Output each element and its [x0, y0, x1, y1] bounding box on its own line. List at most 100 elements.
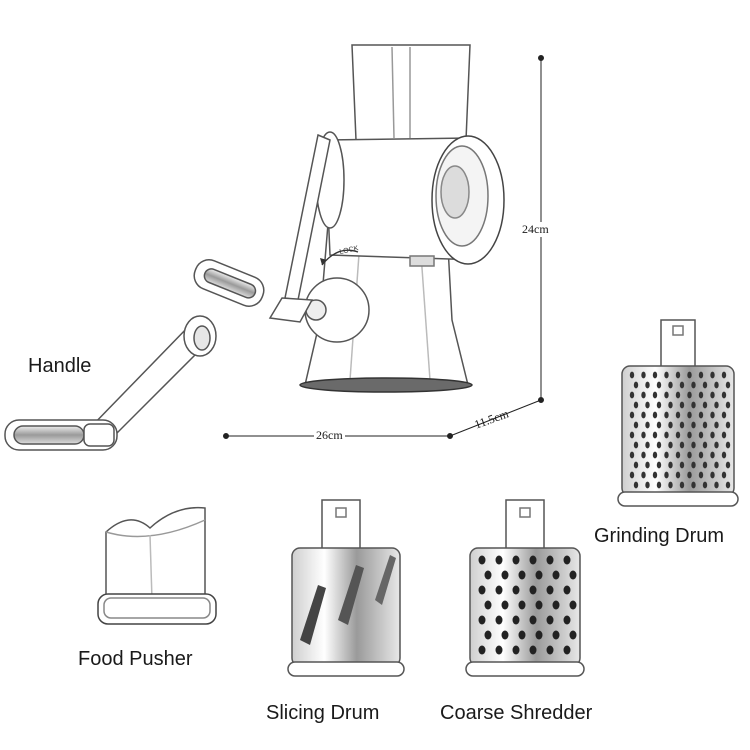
grater-hole — [675, 411, 681, 419]
grater-hole — [656, 401, 662, 409]
grater-hole — [698, 431, 704, 439]
grater-hole — [698, 471, 704, 479]
coarse-shredder — [465, 499, 585, 677]
shredder-hole — [546, 555, 554, 565]
shredder-hole — [563, 555, 571, 565]
grater-hole — [656, 461, 662, 469]
grater-hole — [725, 381, 731, 389]
grater-hole — [645, 481, 650, 489]
shredder-hole — [495, 585, 503, 595]
grater-hole — [668, 421, 673, 429]
grater-hole — [691, 381, 696, 389]
shredder-hole — [535, 570, 543, 580]
grater-hole — [668, 381, 673, 389]
shredder-hole — [569, 630, 577, 640]
grater-hole — [633, 381, 639, 389]
grater-hole — [691, 461, 696, 469]
grinding-drum — [617, 319, 739, 507]
grater-hole — [645, 401, 650, 409]
grater-hole — [629, 471, 635, 479]
grater-hole — [675, 431, 681, 439]
shredder-hole — [529, 645, 537, 655]
grater-hole — [687, 471, 692, 479]
grater-hole — [656, 381, 662, 389]
shredder-hole — [484, 570, 492, 580]
handle-part — [4, 315, 217, 451]
shredder-hole — [552, 630, 560, 640]
grinding-drum-label: Grinding Drum — [594, 525, 725, 547]
grater-hole — [725, 441, 731, 449]
grater-hole — [725, 461, 731, 469]
grater-hole — [721, 471, 727, 479]
grater-hole — [714, 481, 719, 489]
grater-hole — [664, 391, 669, 399]
shredder-hole — [569, 570, 577, 580]
shredder-hole — [501, 630, 509, 640]
grater-hole — [656, 481, 662, 489]
shredder-hole — [535, 600, 543, 610]
grater-hole — [652, 371, 658, 379]
grater-hole — [675, 451, 681, 459]
grater-hole — [721, 431, 727, 439]
shredder-hole — [529, 585, 537, 595]
width-dimension: 26cm — [314, 428, 345, 443]
grater-hole — [641, 431, 646, 439]
grater-hole — [687, 431, 692, 439]
shredder-hole — [478, 555, 486, 565]
shredder-hole — [518, 600, 526, 610]
grater-hole — [656, 441, 662, 449]
grater-hole — [714, 401, 719, 409]
grater-hole — [675, 391, 681, 399]
grater-hole — [629, 411, 635, 419]
grater-hole — [714, 381, 719, 389]
grater-hole — [710, 431, 715, 439]
grater-hole — [664, 411, 669, 419]
shredder-hole — [563, 585, 571, 595]
grater-hole — [652, 451, 658, 459]
grater-hole — [702, 381, 708, 389]
shredder-hole — [478, 615, 486, 625]
grater-hole — [633, 401, 639, 409]
shredder-hole — [546, 615, 554, 625]
shredder-hole — [552, 570, 560, 580]
grater-hole — [641, 471, 646, 479]
shredder-hole — [569, 600, 577, 610]
grater-hole — [641, 391, 646, 399]
grater-hole — [725, 421, 731, 429]
grater-hole — [668, 481, 673, 489]
shredder-hole — [495, 645, 503, 655]
grater-hole — [645, 461, 650, 469]
shredder-hole — [484, 630, 492, 640]
food-pusher-label: Food Pusher — [78, 648, 193, 670]
grater-hole — [652, 431, 658, 439]
shredder-hole — [484, 600, 492, 610]
grater-hole — [675, 371, 681, 379]
grater-hole — [629, 371, 635, 379]
grater-hole — [721, 371, 727, 379]
shredder-hole — [518, 570, 526, 580]
shredder-hole — [546, 645, 554, 655]
shredder-hole — [518, 630, 526, 640]
grater-hole — [710, 391, 715, 399]
grater-hole — [698, 391, 704, 399]
grater-hole — [656, 421, 662, 429]
grater-hole — [664, 471, 669, 479]
handle-label: Handle — [28, 355, 92, 377]
grater-hole — [687, 371, 692, 379]
grater-hole — [714, 441, 719, 449]
grater-hole — [679, 421, 685, 429]
shredder-hole — [478, 645, 486, 655]
shredder-hole — [495, 555, 503, 565]
grater-hole — [633, 421, 639, 429]
grater-hole — [721, 391, 727, 399]
grater-hole — [679, 441, 685, 449]
shredder-hole — [512, 615, 520, 625]
shredder-hole — [512, 585, 520, 595]
grater-hole — [645, 381, 650, 389]
slicing-drum-label: Slicing Drum — [266, 702, 380, 724]
grater-hole — [652, 471, 658, 479]
grater-hole — [641, 451, 646, 459]
grater-hole — [710, 471, 715, 479]
shredder-hole — [563, 645, 571, 655]
grater-hole — [702, 461, 708, 469]
